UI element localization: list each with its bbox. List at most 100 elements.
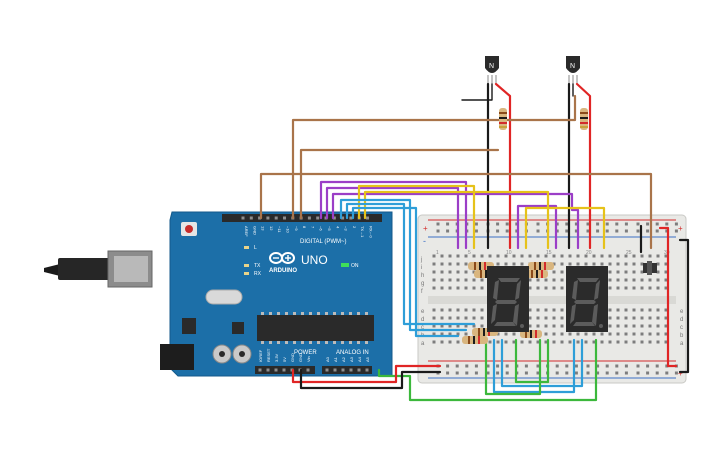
breadboard-hole[interactable] xyxy=(592,340,596,344)
breadboard-hole[interactable] xyxy=(432,278,436,282)
rail-hole[interactable] xyxy=(615,364,619,368)
breadboard-hole[interactable] xyxy=(616,278,620,282)
rail-hole[interactable] xyxy=(646,222,650,226)
rail-hole[interactable] xyxy=(596,364,600,368)
breadboard-hole[interactable] xyxy=(600,254,604,258)
rail-hole[interactable] xyxy=(474,222,478,226)
rail-hole[interactable] xyxy=(574,229,578,233)
breadboard-hole[interactable] xyxy=(440,340,444,344)
resistor-2[interactable] xyxy=(580,108,588,130)
breadboard-hole[interactable] xyxy=(456,286,460,290)
breadboard-hole[interactable] xyxy=(664,308,668,312)
rail-hole[interactable] xyxy=(586,364,590,368)
breadboard-hole[interactable] xyxy=(432,332,436,336)
rail-hole[interactable] xyxy=(496,371,500,375)
rail-hole[interactable] xyxy=(446,222,450,226)
breadboard-hole[interactable] xyxy=(552,278,556,282)
rail-hole[interactable] xyxy=(505,229,509,233)
seven-segment-display-1[interactable] xyxy=(487,266,529,332)
wire-yellow-3[interactable] xyxy=(524,206,606,250)
breadboard-hole[interactable] xyxy=(504,262,508,266)
rail-hole[interactable] xyxy=(455,364,459,368)
breadboard-hole[interactable] xyxy=(656,270,660,274)
breadboard-hole[interactable] xyxy=(576,262,580,266)
rail-hole[interactable] xyxy=(565,229,569,233)
rail-hole[interactable] xyxy=(655,229,659,233)
breadboard-hole[interactable] xyxy=(464,316,468,320)
breadboard-hole[interactable] xyxy=(448,254,452,258)
breadboard-hole[interactable] xyxy=(504,332,508,336)
breadboard-hole[interactable] xyxy=(616,324,620,328)
transistor-1[interactable]: N xyxy=(485,56,499,84)
breadboard-hole[interactable] xyxy=(560,254,564,258)
breadboard-hole[interactable] xyxy=(488,340,492,344)
wire-brown-3[interactable] xyxy=(299,148,500,220)
breadboard-hole[interactable] xyxy=(616,262,620,266)
rail-hole[interactable] xyxy=(536,371,540,375)
breadboard-hole[interactable] xyxy=(608,278,612,282)
breadboard-hole[interactable] xyxy=(536,340,540,344)
rail-hole[interactable] xyxy=(636,371,640,375)
rail-hole[interactable] xyxy=(624,229,628,233)
breadboard-hole[interactable] xyxy=(440,308,444,312)
header-pin[interactable] xyxy=(325,368,329,372)
rail-hole[interactable] xyxy=(496,222,500,226)
breadboard-hole[interactable] xyxy=(560,286,564,290)
header-pin[interactable] xyxy=(307,216,311,220)
wire-purple-3[interactable] xyxy=(331,192,580,250)
breadboard-hole[interactable] xyxy=(448,340,452,344)
breadboard-hole[interactable] xyxy=(560,316,564,320)
wire-brown-1[interactable] xyxy=(291,94,577,220)
header-pin[interactable] xyxy=(283,216,286,220)
breadboard-hole[interactable] xyxy=(632,308,636,312)
breadboard-hole[interactable] xyxy=(480,324,484,328)
transistor-2[interactable]: N xyxy=(566,56,580,84)
resistor-1[interactable] xyxy=(499,108,507,130)
breadboard-hole[interactable] xyxy=(512,262,516,266)
breadboard-hole[interactable] xyxy=(440,278,444,282)
breadboard-hole[interactable] xyxy=(456,308,460,312)
breadboard-hole[interactable] xyxy=(552,332,556,336)
breadboard-hole[interactable] xyxy=(544,278,548,282)
breadboard-hole[interactable] xyxy=(552,262,556,266)
breadboard-hole[interactable] xyxy=(608,254,612,258)
breadboard-hole[interactable] xyxy=(576,340,580,344)
rail-hole[interactable] xyxy=(596,222,600,226)
breadboard-hole[interactable] xyxy=(648,340,652,344)
breadboard-hole[interactable] xyxy=(440,254,444,258)
breadboard-hole[interactable] xyxy=(536,278,540,282)
rail-hole[interactable] xyxy=(496,229,500,233)
rail-hole[interactable] xyxy=(615,371,619,375)
breadboard-hole[interactable] xyxy=(632,316,636,320)
rail-hole[interactable] xyxy=(615,222,619,226)
header-pin[interactable] xyxy=(241,216,245,220)
breadboard-hole[interactable] xyxy=(640,324,644,328)
wire-5v[interactable] xyxy=(291,364,442,384)
breadboard-hole[interactable] xyxy=(480,316,484,320)
header-pin[interactable] xyxy=(341,368,345,372)
breadboard-hole[interactable] xyxy=(432,254,436,258)
header-pin[interactable] xyxy=(333,368,337,372)
wire-gnd[interactable] xyxy=(299,368,442,390)
header-pin[interactable] xyxy=(274,216,278,220)
breadboard-hole[interactable] xyxy=(536,324,540,328)
slide-switch-knob[interactable] xyxy=(647,261,652,275)
breadboard-hole[interactable] xyxy=(656,254,660,258)
breadboard-hole[interactable] xyxy=(624,278,628,282)
breadboard-hole[interactable] xyxy=(664,270,668,274)
breadboard-hole[interactable] xyxy=(648,316,652,320)
breadboard-hole[interactable] xyxy=(464,254,468,258)
breadboard-hole[interactable] xyxy=(616,270,620,274)
rail-hole[interactable] xyxy=(624,222,628,226)
breadboard-hole[interactable] xyxy=(608,316,612,320)
breadboard-hole[interactable] xyxy=(608,332,612,336)
breadboard-hole[interactable] xyxy=(512,340,516,344)
breadboard-hole[interactable] xyxy=(632,332,636,336)
breadboard-hole[interactable] xyxy=(536,286,540,290)
breadboard-hole[interactable] xyxy=(632,262,636,266)
header-pin[interactable] xyxy=(258,216,262,220)
wire-transistor1-base[interactable] xyxy=(494,82,512,250)
rail-hole[interactable] xyxy=(565,364,569,368)
breadboard-hole[interactable] xyxy=(640,270,644,274)
breadboard-hole[interactable] xyxy=(664,332,668,336)
